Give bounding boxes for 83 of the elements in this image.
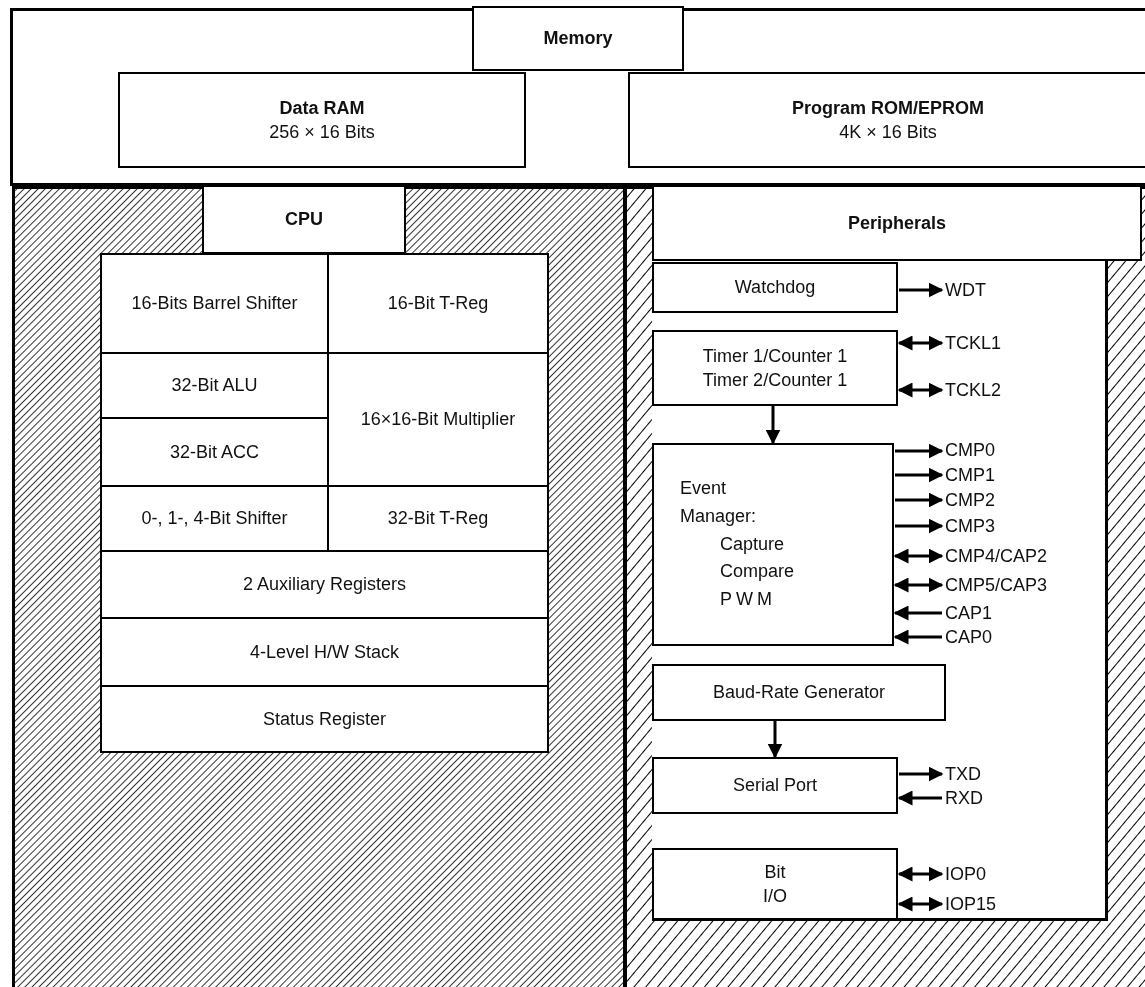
- block-label: Bit I/O: [762, 860, 788, 908]
- arrow: [893, 629, 942, 645]
- block-label: 32-Bit ALU: [171, 374, 258, 398]
- block-label: Serial Port: [732, 774, 817, 798]
- function-block: [100, 685, 549, 753]
- block-label: 4-Level H/W Stack: [249, 640, 399, 664]
- pin-label: RXD: [945, 789, 983, 807]
- arrow: [893, 577, 944, 593]
- arrow: [765, 406, 781, 445]
- pin-label: CMP1: [945, 466, 995, 484]
- function-block: [652, 443, 894, 646]
- block-label: 256 × 16 Bits: [269, 121, 375, 144]
- function-block: [100, 352, 329, 419]
- pin-label: TCKL2: [945, 381, 1002, 399]
- cpu-section: [12, 186, 626, 987]
- block-title: Memory: [543, 27, 613, 51]
- block-title: CPU: [285, 208, 323, 232]
- memory-block: [118, 72, 526, 168]
- arrow: [893, 548, 944, 564]
- pin-label: CAP1: [945, 604, 993, 622]
- block-label: 4K × 16 Bits: [839, 121, 937, 144]
- block-label: Status Register: [262, 707, 387, 731]
- section-tab: [202, 185, 406, 254]
- block-label: 16×16-Bit Multiplier: [360, 408, 516, 432]
- block-label: PWM: [720, 588, 776, 612]
- section-tab: [652, 185, 1142, 261]
- arrow: [895, 443, 944, 459]
- function-block: [652, 664, 946, 721]
- pin-label: IOP15: [945, 895, 997, 913]
- peripherals-section: [624, 186, 1145, 987]
- block-label: 16-Bits Barrel Shifter: [131, 292, 298, 316]
- block-title: Data RAM: [279, 96, 365, 120]
- arrow: [895, 467, 944, 483]
- pin-label: CAP0: [945, 628, 993, 646]
- block-label: Watchdog: [734, 276, 816, 300]
- pin-label: TCKL1: [945, 334, 1002, 352]
- arrow: [893, 605, 942, 621]
- block-title: Program ROM/EPROM: [792, 96, 984, 120]
- memory-section: [10, 8, 1145, 186]
- function-block: [100, 550, 549, 619]
- function-block: [652, 848, 898, 920]
- block-label: Compare: [720, 560, 795, 584]
- pin-label: CMP0: [945, 441, 995, 459]
- block-label: Event Manager:: [680, 476, 758, 528]
- block-title: Peripherals: [847, 211, 947, 235]
- function-block: [652, 262, 898, 313]
- arrow: [899, 766, 944, 782]
- pin-label: CMP3: [945, 517, 995, 535]
- memory-block: [628, 72, 1145, 168]
- block-label: 32-Bit T-Reg: [387, 507, 489, 531]
- block-label: Timer 1/Counter 1: [702, 344, 848, 368]
- pin-label: CMP5/CAP3: [945, 576, 1048, 594]
- arrow: [895, 518, 944, 534]
- block-label: Capture: [720, 532, 785, 556]
- function-block: [327, 485, 549, 552]
- block-label: Timer 2/Counter 1: [702, 369, 848, 392]
- arrow: [897, 335, 944, 351]
- pin-label: CMP4/CAP2: [945, 547, 1048, 565]
- arrow: [897, 896, 944, 912]
- pin-label: IOP0: [945, 865, 987, 883]
- function-block: [327, 253, 549, 354]
- block-label: 2 Auxiliary Registers: [242, 573, 407, 597]
- block-label: 16-Bit T-Reg: [387, 292, 489, 316]
- function-block: [100, 617, 549, 687]
- pin-label: TXD: [945, 765, 981, 783]
- arrow: [899, 282, 944, 298]
- block-label: 32-Bit ACC: [169, 440, 259, 464]
- arrow: [895, 492, 944, 508]
- pin-label: CMP2: [945, 491, 995, 509]
- function-block: [327, 352, 549, 487]
- arrow: [897, 790, 942, 806]
- function-block: [100, 417, 329, 487]
- pin-label: WDT: [945, 281, 986, 299]
- arrow: [767, 721, 783, 759]
- section-tab: [472, 6, 684, 71]
- arrow: [897, 866, 944, 882]
- function-block: [100, 485, 329, 552]
- function-block: [652, 330, 898, 406]
- function-block: [652, 757, 898, 814]
- block-label: 0-, 1-, 4-Bit Shifter: [141, 507, 288, 531]
- block-label: Baud-Rate Generator: [712, 681, 886, 705]
- arrow: [897, 382, 944, 398]
- function-block: [100, 253, 329, 354]
